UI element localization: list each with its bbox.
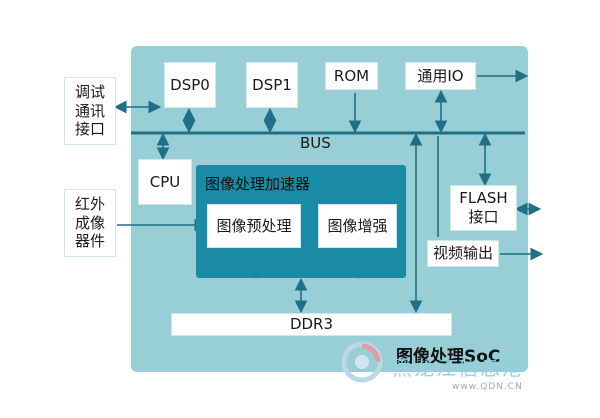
accelerator-title: 图像处理加速器 (205, 175, 311, 193)
debug-interface-box: 调试 通讯 接口 (64, 77, 116, 145)
bus-label: BUS (300, 134, 331, 152)
watermark-logo-icon (341, 341, 383, 383)
preprocess-box: 图像预处理 (207, 204, 301, 248)
dsp1-box: DSP1 (246, 62, 298, 108)
video-output-box: 视频输出 (427, 240, 499, 267)
cpu-box: CPU (138, 159, 192, 205)
ddr3-box: DDR3 (171, 313, 452, 336)
rom-box: ROM (325, 62, 378, 90)
watermark-text: 黑龙江信息港 (392, 356, 524, 380)
flash-interface-box: FLASH 接口 (450, 185, 517, 231)
soc-title: 图像处理SoC (396, 347, 501, 367)
enhance-box: 图像增强 (318, 204, 397, 248)
infrared-sensor-box: 红外 成像 器件 (64, 189, 116, 257)
watermark-url: www.QDN.CN (452, 382, 523, 392)
gpio-box: 通用IO (405, 62, 476, 90)
dsp0-box: DSP0 (164, 62, 216, 108)
